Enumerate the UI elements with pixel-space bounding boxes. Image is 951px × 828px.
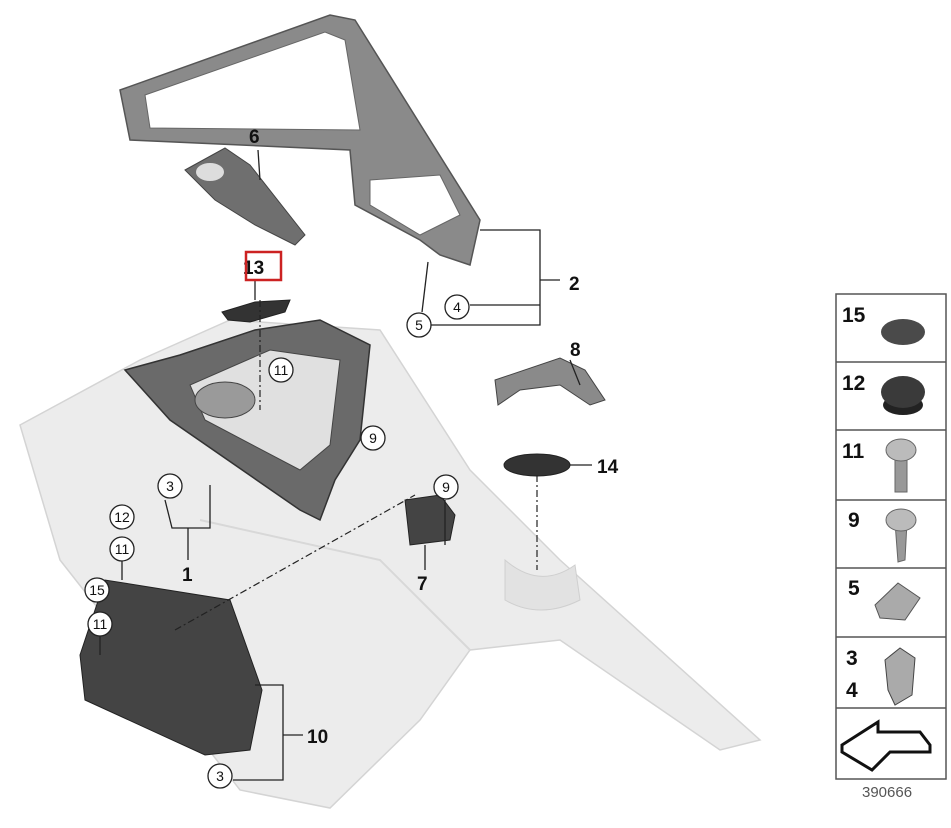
screw-icon (885, 508, 917, 563)
svg-text:15: 15 (89, 582, 105, 598)
circled-callout-9: 9 (433, 474, 459, 500)
circled-callout-11: 11 (109, 536, 135, 562)
circled-callout-4: 4 (444, 294, 470, 320)
legend-label-3: 3 (846, 647, 858, 670)
highlight-box (244, 250, 283, 282)
diagram-number: 390666 (862, 784, 912, 801)
callout-6: 6 (249, 127, 260, 148)
callout-7: 7 (417, 574, 428, 595)
svg-text:9: 9 (369, 430, 377, 446)
legend-label-15: 15 (842, 304, 866, 327)
part-10-panel (79, 579, 263, 756)
svg-text:11: 11 (274, 362, 289, 378)
circled-callout-12: 12 (109, 504, 135, 530)
spring-clip-icon (884, 647, 916, 706)
part-13-cover (221, 299, 291, 323)
center-console-body (19, 319, 762, 809)
legend-label-12: 12 (842, 372, 865, 395)
screw-icon (885, 438, 917, 493)
svg-text:5: 5 (415, 317, 423, 333)
svg-text:3: 3 (166, 478, 174, 494)
circled-callout-3: 3 (157, 473, 183, 499)
callout-13: 13 (243, 258, 264, 279)
fastener-legend: 15 12 11 9 5 3 4 390666 (835, 293, 947, 801)
svg-text:4: 4 (453, 299, 461, 315)
part-6-switch-panel (184, 147, 306, 246)
grommet-icon (881, 376, 925, 415)
circled-callout-3: 3 (207, 763, 233, 789)
legend-label-5: 5 (848, 577, 860, 600)
callout-10: 10 (307, 727, 328, 748)
svg-text:12: 12 (114, 509, 130, 525)
part-14-mat (503, 453, 571, 477)
legend-label-11: 11 (842, 440, 865, 463)
part-2-trim-frame (119, 14, 481, 266)
part-7-module (404, 494, 456, 546)
callout-14: 14 (597, 457, 619, 478)
part-3-center-frame (123, 319, 371, 522)
plug-cap-icon (881, 319, 925, 345)
circled-callout-15: 15 (84, 577, 110, 603)
circled-callout-5: 5 (406, 312, 432, 338)
svg-text:9: 9 (442, 479, 450, 495)
callout-8: 8 (570, 340, 581, 361)
circled-callout-11: 11 (87, 611, 113, 637)
circled-callout-11: 11 (268, 357, 294, 383)
circled-callout-9: 9 (360, 425, 386, 451)
svg-text:11: 11 (93, 616, 108, 632)
svg-text:11: 11 (115, 541, 130, 557)
legend-label-4: 4 (846, 679, 858, 702)
callout-2: 2 (569, 274, 580, 295)
legend-label-9: 9 (848, 509, 860, 532)
leader-lines (99, 149, 592, 781)
callout-1: 1 (182, 565, 193, 586)
clip-nut-icon (874, 582, 921, 621)
part-8-bezel (494, 357, 606, 406)
arrow-icon (840, 719, 932, 772)
svg-text:3: 3 (216, 768, 224, 784)
